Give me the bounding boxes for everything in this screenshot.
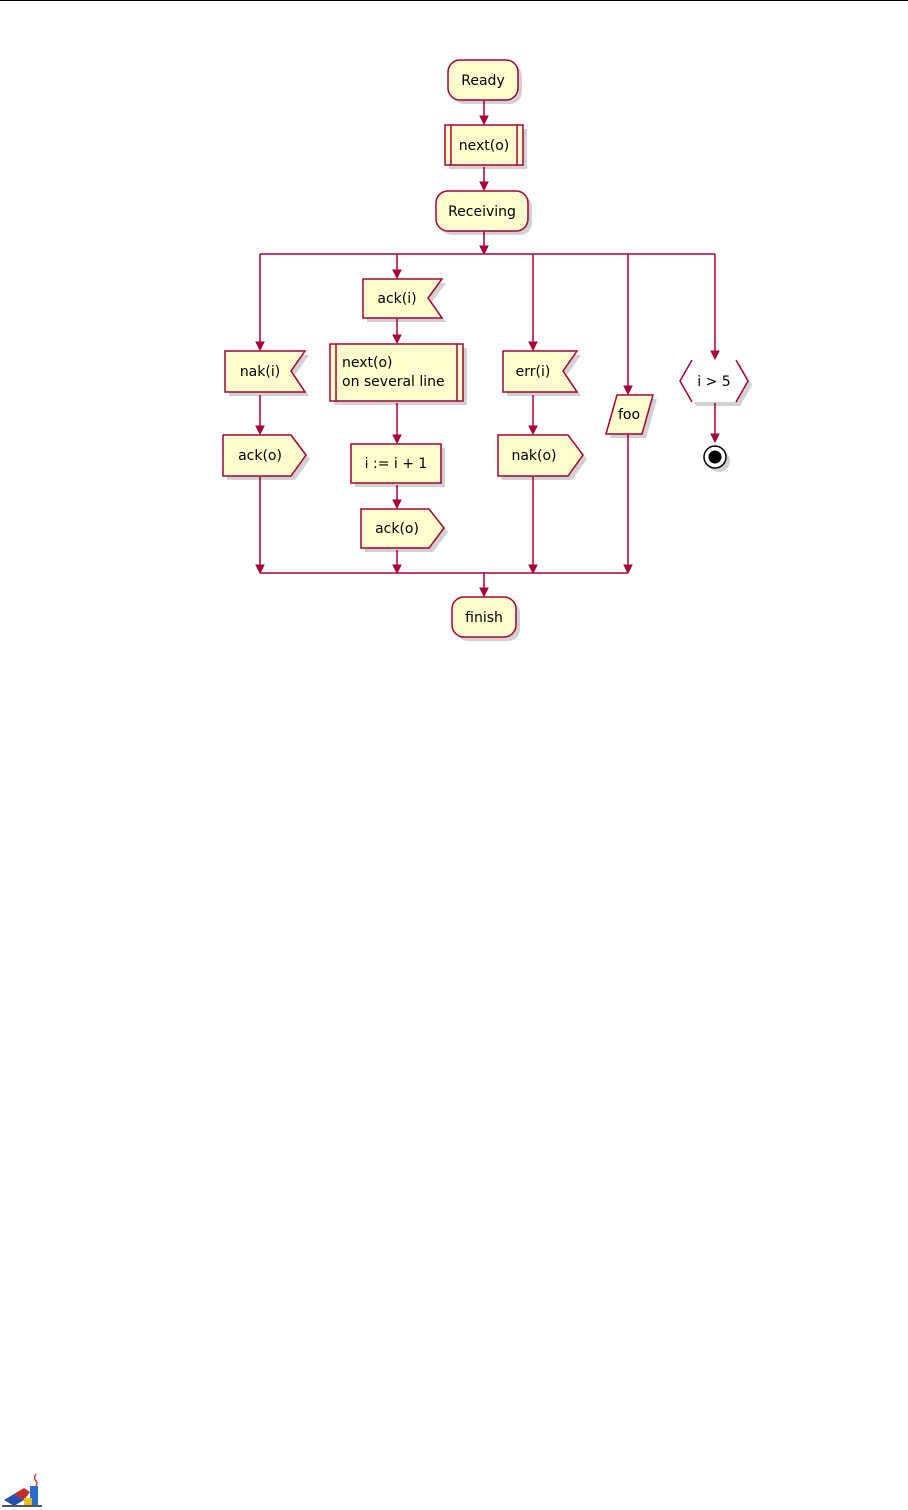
page-top-rule [0,0,908,1]
node-branch2-subprocess-line1: next(o) [342,355,393,371]
node-branch2-receive: ack(i) [362,278,446,322]
node-ready-label: Ready [461,73,504,89]
node-branch1-receive-label: nak(i) [240,364,280,380]
node-branch3-send: nak(o) [497,434,587,480]
node-branch1-send-label: ack(o) [238,448,282,464]
node-branch2-subprocess-line2: on several line [342,374,445,390]
node-branch2-receive-label: ack(i) [377,291,416,307]
node-branch3-receive: err(i) [502,350,581,396]
node-branch3-receive-label: err(i) [516,364,551,380]
node-branch2-send-label: ack(o) [375,521,419,537]
node-branch3-send-label: nak(o) [511,448,556,464]
node-finish-label: finish [465,610,503,626]
node-branch2-assign: i := i + 1 [350,443,445,487]
node-receiving-label: Receiving [448,204,516,220]
node-ready: Ready [447,59,522,104]
node-branch2-subprocess: next(o) on several line [329,343,467,405]
node-branch1-receive: nak(i) [224,350,309,396]
node-branch5-condition: i > 5 [679,359,752,406]
node-branch4-io: foo [605,394,657,438]
stop-icon [703,445,730,472]
node-branch1-send: ack(o) [222,434,310,480]
node-branch2-assign-label: i := i + 1 [365,456,428,472]
edges [255,101,720,598]
activity-diagram: Ready next(o) Receiving nak(i) ack(o) ac… [222,59,752,641]
node-next-label: next(o) [459,138,510,154]
node-branch2-send: ack(o) [360,508,448,552]
node-finish: finish [451,596,520,641]
node-receiving: Receiving [435,190,532,235]
node-branch5-condition-label: i > 5 [697,374,730,390]
node-branch4-io-label: foo [618,407,640,423]
plantuml-logo-icon [2,1473,42,1507]
node-next-subprocess: next(o) [444,124,527,169]
